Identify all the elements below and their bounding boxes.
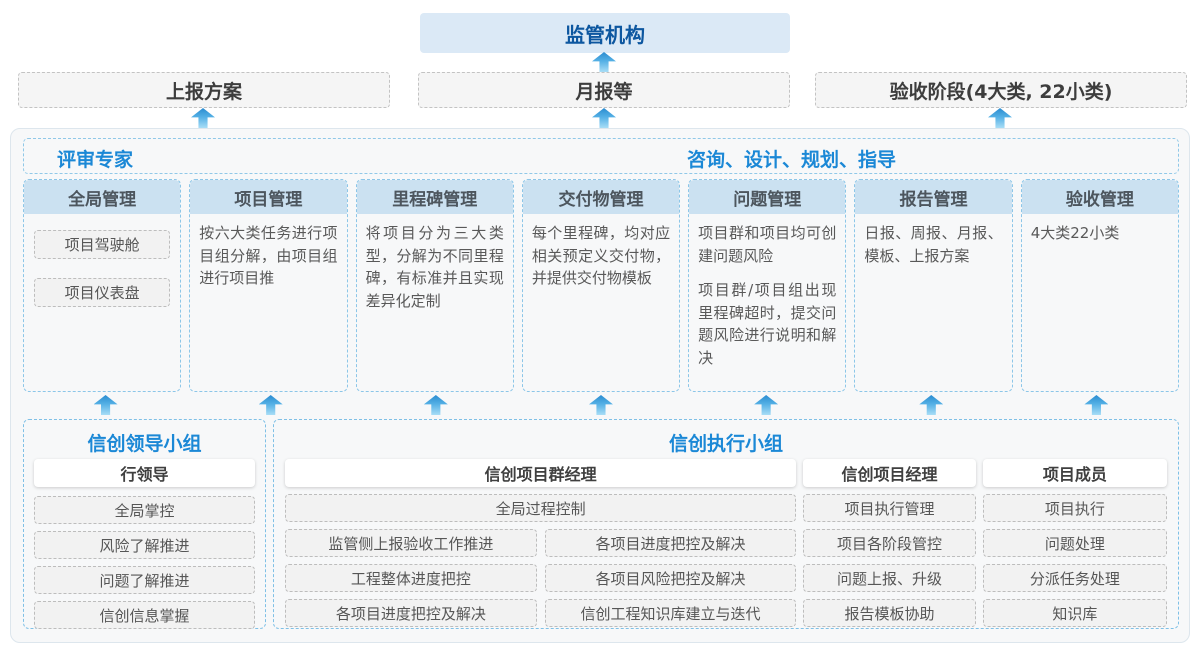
list-item: 问题了解推进 — [34, 566, 255, 594]
column-description: 4大类22小类 — [1030, 224, 1120, 242]
up-arrow-icon — [754, 395, 779, 415]
list-item: 全局掌控 — [34, 496, 255, 524]
list-item: 知识库 — [982, 599, 1167, 627]
list-item: 工程整体进度把控 — [285, 564, 537, 592]
column-report-mgmt: 报告管理 日报、周报、月报、模板、上报方案 — [854, 179, 1013, 392]
list-item: 各项目进度把控及解决 — [544, 529, 797, 557]
role-pill-project-member: 项目成员 — [982, 459, 1167, 487]
column-title: 交付物管理 — [522, 180, 680, 214]
list-item: 报告模板协助 — [803, 599, 976, 627]
column-description: 按六大类任务进行项目组分解，由项目组进行项目推 — [199, 224, 338, 287]
list-item: 信创工程知识库建立与迭代 — [544, 599, 797, 627]
platform-container: 评审专家 咨询、设计、规划、指导 全局管理 项目驾驶舱 项目仪表盘 项目管理 按… — [10, 128, 1190, 643]
list-item: 信创信息掌握 — [34, 601, 255, 629]
column-description: 每个里程碑，均对应相关预定义交付物，并提供交付物模板 — [531, 224, 671, 287]
report-box-monthly: 月报等 — [418, 72, 790, 108]
leadership-group-title: 信创领导小组 — [87, 433, 202, 455]
role-pill-bank-leaders: 行领导 — [34, 459, 255, 487]
list-item: 全局过程控制 — [285, 494, 797, 522]
column-description: 日报、周报、月报、模板、上报方案 — [864, 224, 1003, 265]
column-title: 问题管理 — [689, 180, 846, 214]
up-arrow-icon — [592, 108, 616, 128]
project-member-column: 项目成员 项目执行 问题处理 分派任务处理 知识库 — [982, 459, 1167, 627]
experts-header-bar: 评审专家 咨询、设计、规划、指导 — [23, 138, 1179, 174]
review-experts-label: 评审专家 — [57, 149, 134, 171]
column-title: 项目管理 — [190, 180, 347, 214]
list-item: 监管侧上报验收工作推进 — [285, 529, 537, 557]
column-description: 将项目分为三大类型，分解为不同里程碑，有标准并且实现差异化定制 — [365, 224, 504, 310]
list-item: 分派任务处理 — [982, 564, 1167, 592]
up-arrow-icon — [919, 395, 944, 415]
group-to-columns-arrows — [23, 395, 1179, 415]
consulting-label: 咨询、设计、规划、指导 — [687, 149, 897, 171]
up-arrow-icon — [1084, 395, 1109, 415]
column-project-mgmt: 项目管理 按六大类任务进行项目组分解，由项目组进行项目推 — [189, 179, 348, 392]
list-item: 项目各阶段管控 — [803, 529, 976, 557]
execution-group-title: 信创执行小组 — [668, 433, 783, 455]
column-description: 项目群和项目均可创建问题风险 — [698, 224, 837, 265]
up-arrow-icon — [592, 52, 616, 72]
role-pill-project-manager: 信创项目经理 — [803, 459, 976, 487]
leadership-group-box: 信创领导小组 行领导 全局掌控 风险了解推进 问题了解推进 信创信息掌握 — [23, 419, 266, 629]
up-arrow-icon — [93, 395, 118, 415]
execution-group-box: 信创执行小组 信创项目群经理 全局过程控制 监管侧上报验收工作推进 各项目进度把… — [273, 419, 1179, 629]
regulator-box: 监管机构 — [420, 13, 790, 53]
list-item: 项目执行管理 — [803, 494, 976, 522]
column-milestone-mgmt: 里程碑管理 将项目分为三大类型，分解为不同里程碑，有标准并且实现差异化定制 — [355, 179, 514, 392]
report-box-acceptance: 验收阶段(4大类, 22小类) — [815, 72, 1187, 108]
up-arrow-icon — [588, 395, 613, 415]
program-manager-column: 信创项目群经理 全局过程控制 监管侧上报验收工作推进 各项目进度把控及解决 工程… — [285, 459, 797, 627]
column-title: 里程碑管理 — [356, 180, 513, 214]
report-box-plan: 上报方案 — [18, 72, 390, 108]
list-item: 项目仪表盘 — [34, 278, 171, 307]
column-title: 全局管理 — [24, 180, 181, 214]
list-item: 风险了解推进 — [34, 531, 255, 559]
project-manager-column: 信创项目经理 项目执行管理 项目各阶段管控 问题上报、升级 报告模板协助 — [803, 459, 976, 627]
list-item: 各项目进度把控及解决 — [285, 599, 537, 627]
list-item: 问题上报、升级 — [803, 564, 976, 592]
role-pill-program-manager: 信创项目群经理 — [285, 459, 797, 487]
up-arrow-icon — [191, 108, 215, 128]
list-item: 项目驾驶舱 — [34, 230, 171, 259]
column-title: 验收管理 — [1021, 180, 1178, 214]
column-acceptance-mgmt: 验收管理 4大类22小类 — [1020, 179, 1179, 392]
list-item: 各项目风险把控及解决 — [544, 564, 797, 592]
list-item: 问题处理 — [982, 529, 1167, 557]
column-title: 报告管理 — [855, 180, 1012, 214]
column-global-mgmt: 全局管理 项目驾驶舱 项目仪表盘 — [23, 179, 182, 392]
up-arrow-icon — [423, 395, 448, 415]
list-item: 项目执行 — [982, 494, 1167, 522]
management-columns: 全局管理 项目驾驶舱 项目仪表盘 项目管理 按六大类任务进行项目组分解，由项目组… — [23, 179, 1179, 392]
up-arrow-icon — [988, 108, 1012, 128]
column-description: 项目群/项目组出现里程碑超时，提交问题风险进行说明和解决 — [698, 281, 837, 367]
up-arrow-icon — [258, 395, 283, 415]
column-issue-mgmt: 问题管理 项目群和项目均可创建问题风险 项目群/项目组出现里程碑超时，提交问题风… — [688, 179, 847, 392]
column-deliverable-mgmt: 交付物管理 每个里程碑，均对应相关预定义交付物，并提供交付物模板 — [521, 179, 681, 392]
